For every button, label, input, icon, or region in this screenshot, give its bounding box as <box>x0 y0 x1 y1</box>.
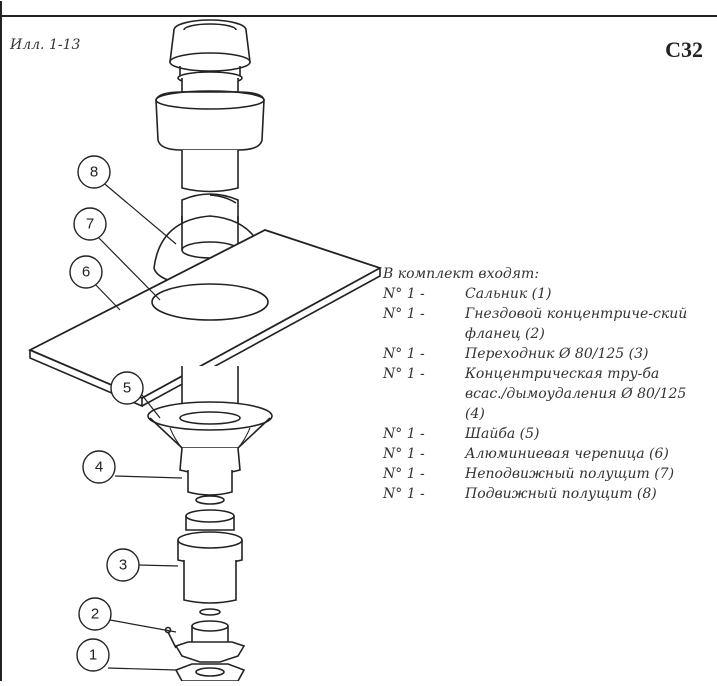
callout-1 <box>76 638 110 672</box>
callout-7 <box>73 207 107 241</box>
callout-number: 3 <box>119 557 127 574</box>
pipe-segment-part <box>179 447 241 496</box>
list-item: N° 1 - Концентрическая тру-ба всас./дымоу… <box>383 364 717 424</box>
item-description: Неподвижный полущит (7) <box>465 466 675 482</box>
list-item: N° 1 - Подвижный полущит (8) <box>383 484 717 504</box>
figure-label: Илл. 1-13 <box>10 37 81 53</box>
item-description: Подвижный полущит (8) <box>465 486 657 502</box>
list-item: N° 1 - Переходник Ø 80/125 (3) <box>383 344 717 364</box>
socket-flange-part <box>164 608 246 663</box>
item-quantity: N° 1 - <box>383 466 425 482</box>
adapter-part <box>177 495 243 604</box>
callout-leaders <box>91 179 183 671</box>
callout-number: 5 <box>123 380 131 397</box>
item-description: Алюминиевая черепица (6) <box>465 446 669 462</box>
callout-number: 7 <box>86 216 94 233</box>
callout-number: 1 <box>89 647 97 664</box>
item-quantity: N° 1 - <box>383 426 425 442</box>
item-description: Гнездовой концентриче-ский фланец (2) <box>465 306 688 342</box>
seal-gland-part <box>174 663 246 682</box>
list-item: N° 1 - Гнездовой концентриче-ский фланец … <box>383 304 717 344</box>
washer-part <box>147 401 273 449</box>
callout-number: 4 <box>95 459 103 476</box>
list-item: N° 1 - Алюминиевая черепица (6) <box>383 444 717 464</box>
callout-number: 6 <box>82 264 90 281</box>
callout-4 <box>82 450 116 484</box>
callout-3 <box>106 548 140 582</box>
item-description: Шайба (5) <box>465 426 540 442</box>
item-quantity: N° 1 - <box>383 346 425 362</box>
list-item: N° 1 - Сальник (1) <box>383 284 717 304</box>
callout-8 <box>77 155 111 189</box>
item-description: Сальник (1) <box>465 286 552 302</box>
terminal-cap-part <box>155 19 265 193</box>
item-description: Переходник Ø 80/125 (3) <box>465 346 649 362</box>
item-quantity: N° 1 - <box>383 486 425 502</box>
model-code: C32 <box>665 37 703 62</box>
callout-2 <box>78 597 112 631</box>
item-quantity: N° 1 - <box>383 286 425 302</box>
item-quantity: N° 1 - <box>383 366 425 382</box>
item-quantity: N° 1 - <box>383 306 425 322</box>
aluminium-tile-part <box>27 229 383 408</box>
item-description: Концентрическая тру-ба всас./дымоудалени… <box>465 366 687 422</box>
item-quantity: N° 1 - <box>383 446 425 462</box>
kit-heading: В комплект входят: <box>383 266 540 282</box>
callout-number: 2 <box>91 606 99 623</box>
list-item: N° 1 - Неподвижный полущит (7) <box>383 464 717 484</box>
callout-number: 8 <box>90 164 98 181</box>
list-item: N° 1 - Шайба (5) <box>383 424 717 444</box>
callout-5 <box>110 371 144 405</box>
kit-contents-list: В комплект входят: N° 1 - Сальник (1) N° … <box>383 264 717 504</box>
callout-6 <box>69 255 103 289</box>
